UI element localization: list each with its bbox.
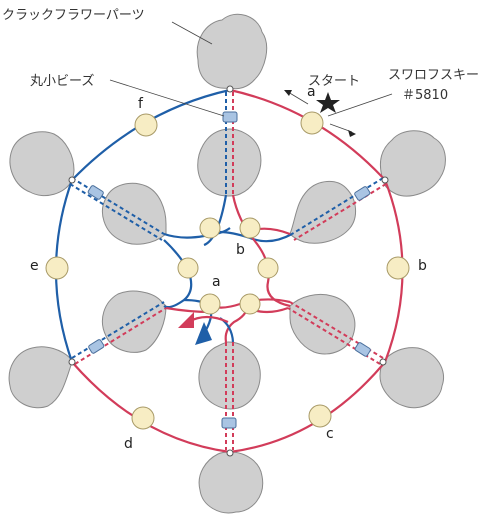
ring-bottom (226, 449, 234, 457)
pearl-inner-left (177, 257, 199, 279)
label-swarovski-code: ＃5810 (402, 88, 449, 103)
red-arrow-head (178, 312, 194, 328)
red-spoke-upper-right (293, 183, 387, 241)
blue-spoke-upper-left-b (69, 183, 163, 241)
pearl-d (131, 406, 155, 430)
label-maru-beads: 丸小ビーズ (30, 74, 95, 89)
inner-petal-upper-left (102, 182, 167, 245)
inner-petal-bottom (198, 341, 261, 410)
outer-petal-top (196, 13, 268, 90)
outer-petal-lower-right (379, 347, 444, 409)
pearl-a-start (300, 111, 324, 135)
pearl-inner-upper-left (199, 217, 221, 239)
pearl-label-a-top: a (307, 84, 316, 100)
pearl-c (308, 404, 332, 428)
pearl-inner-upper-right (239, 217, 261, 239)
ring-upper-right (381, 176, 389, 184)
bead-bottom (221, 417, 237, 429)
start-arrow-up-line (287, 91, 309, 105)
blue-spoke-upper-right (291, 177, 384, 235)
inner-petal-top (197, 128, 262, 197)
start-arrow-up-head (284, 90, 292, 96)
pearl-label-e: e (30, 258, 39, 274)
outer-petal-bottom (198, 451, 264, 514)
ring-top (226, 85, 234, 93)
pearl-label-b-right: b (418, 258, 427, 274)
ring-lower-left (68, 358, 76, 366)
inner-petal-upper-right (289, 181, 356, 244)
blue-wire-inner-left-down (163, 239, 193, 309)
red-spoke-lower-left (74, 307, 167, 365)
outer-petal-upper-right (379, 130, 446, 197)
start-arrow-down-head (348, 130, 356, 137)
leader-clack-flower (171, 21, 213, 45)
star-icon (316, 92, 340, 113)
pearl-label-f: f (138, 96, 143, 112)
bead-lower-left (88, 339, 105, 354)
pearl-label-a-center: a (212, 274, 221, 290)
ring-lower-right (379, 358, 387, 366)
inner-petal-lower-right (289, 293, 356, 355)
label-clack-flower: クラックフラワーパーツ (2, 8, 145, 23)
bead-upper-right (354, 186, 371, 201)
outer-petal-upper-left (9, 131, 75, 196)
bead-top (222, 111, 238, 123)
pearl-inner-a (199, 293, 221, 315)
pearl-e (45, 256, 69, 280)
blue-spoke-upper-left-a (71, 177, 165, 235)
pearl-label-c: c (326, 426, 334, 442)
blue-arrow-head (195, 322, 212, 345)
ring-upper-left (68, 176, 76, 184)
bead-upper-left (87, 185, 104, 200)
outer-petal-lower-left (8, 346, 73, 409)
pearl-inner-lower-right (239, 293, 261, 315)
leader-swarovski (327, 93, 393, 117)
inner-petal-lower-left (102, 290, 167, 353)
leader-maru-beads (109, 79, 225, 117)
pearl-label-b-inner: b (236, 242, 245, 258)
label-swarovski: スワロフスキー (388, 68, 480, 83)
bead-lower-right (354, 342, 371, 357)
pearl-b-outer (386, 256, 410, 280)
label-start: スタート (308, 74, 361, 89)
pearl-label-d: d (124, 436, 133, 452)
pearl-inner-b (257, 257, 279, 279)
pearl-f (134, 113, 158, 137)
blue-spoke-lower-left (71, 301, 165, 359)
